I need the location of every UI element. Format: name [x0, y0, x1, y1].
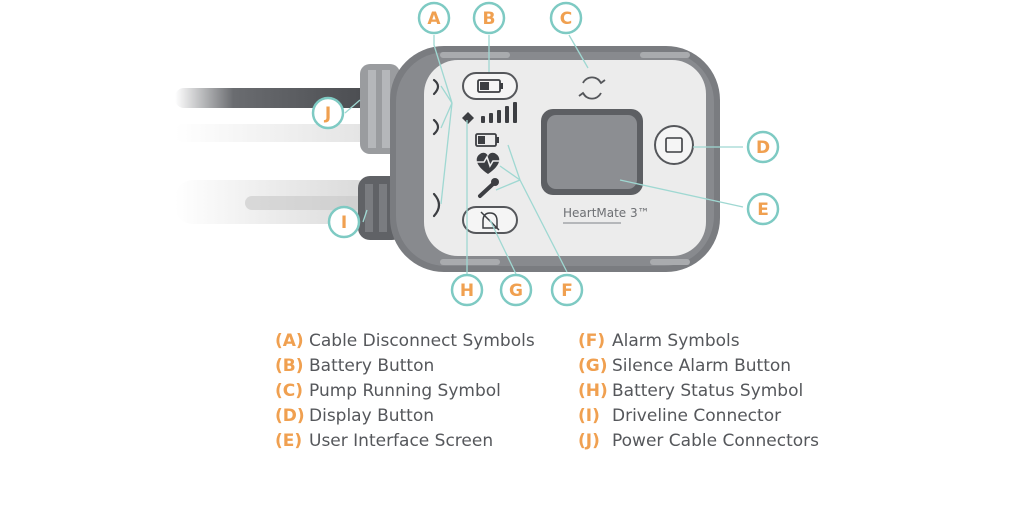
legend-key: (A) — [275, 331, 304, 351]
legend-key: (B) — [275, 356, 304, 376]
legend-right-column: (F) Alarm Symbols (G)Silence Alarm Button… — [578, 329, 819, 454]
alarm-symbols — [475, 133, 500, 198]
legend-item: (I) Driveline Connector — [578, 404, 819, 429]
legend-item: (C)Pump Running Symbol — [275, 379, 535, 404]
battery-icon — [477, 79, 503, 93]
legend-key: (G) — [578, 356, 608, 376]
svg-text:J: J — [324, 104, 331, 124]
legend-label: Silence Alarm Button — [612, 356, 792, 376]
legend-key: (E) — [275, 431, 303, 451]
callout-j: J — [311, 96, 345, 130]
legend-key: (I) — [578, 406, 600, 426]
callout-g: G — [499, 273, 533, 307]
cable-disconnect-icon-1 — [432, 78, 440, 96]
legend-label: Display Button — [309, 406, 435, 426]
callout-c: C — [549, 1, 583, 35]
legend-label: Battery Status Symbol — [612, 381, 804, 401]
callout-f: F — [550, 273, 584, 307]
legend-key: (C) — [275, 381, 304, 401]
cable-disconnect-icon-3 — [432, 192, 441, 218]
cable-disconnect-icon-2 — [432, 118, 440, 136]
display-icon — [665, 137, 683, 153]
power-cable-lower — [175, 124, 370, 142]
legend-item: (J) Power Cable Connectors — [578, 429, 819, 454]
legend-label: Cable Disconnect Symbols — [309, 331, 535, 351]
cable-disconnect-symbols — [432, 78, 441, 218]
svg-text:C: C — [560, 9, 572, 29]
svg-text:G: G — [509, 281, 523, 301]
legend-key: (D) — [275, 406, 305, 426]
legend-left-column: (A)Cable Disconnect Symbols (B)Battery B… — [275, 329, 535, 454]
svg-text:D: D — [756, 138, 770, 158]
battery-level-bars-icon — [481, 102, 517, 123]
battery-status-symbol — [462, 102, 517, 124]
svg-text:H: H — [460, 281, 474, 301]
user-interface-screen — [541, 109, 643, 195]
legend-label: Driveline Connector — [612, 406, 782, 426]
legend-item: (E) User Interface Screen — [275, 429, 535, 454]
legend-label: Battery Button — [309, 356, 435, 376]
callout-h: H — [450, 273, 484, 307]
svg-text:I: I — [341, 213, 347, 233]
callout-a: A — [417, 1, 451, 35]
svg-text:A: A — [427, 9, 441, 29]
leader-lines — [344, 34, 744, 275]
legend-key: (F) — [578, 331, 606, 351]
legend-label: Alarm Symbols — [612, 331, 740, 351]
legend-item: (A)Cable Disconnect Symbols — [275, 329, 535, 354]
wrench-icon — [478, 178, 499, 198]
callout-b: B — [472, 1, 506, 35]
callout-d: D — [746, 130, 780, 164]
display-button[interactable] — [654, 125, 694, 165]
legend-label: Power Cable Connectors — [612, 431, 820, 451]
callout-i: I — [327, 205, 361, 239]
svg-text:E: E — [757, 200, 769, 220]
battery-button[interactable] — [462, 72, 518, 100]
callout-e: E — [746, 192, 780, 226]
legend-item: (F) Alarm Symbols — [578, 329, 819, 354]
diamond-icon — [462, 112, 474, 124]
legend-item: (B)Battery Button — [275, 354, 535, 379]
pump-running-icon — [578, 76, 606, 100]
legend-label: Pump Running Symbol — [309, 381, 501, 401]
legend-item: (G)Silence Alarm Button — [578, 354, 819, 379]
legend-item: (D)Display Button — [275, 404, 535, 429]
legend-key: (J) — [578, 431, 600, 451]
brand-logo: HeartMate 3™ — [563, 206, 650, 220]
svg-text:B: B — [483, 9, 496, 29]
low-battery-icon — [475, 133, 499, 147]
svg-text:F: F — [561, 281, 573, 301]
legend-label: User Interface Screen — [309, 431, 494, 451]
heart-alarm-icon — [476, 152, 500, 174]
legend-item: (H)Battery Status Symbol — [578, 379, 819, 404]
legend-key: (H) — [578, 381, 608, 401]
